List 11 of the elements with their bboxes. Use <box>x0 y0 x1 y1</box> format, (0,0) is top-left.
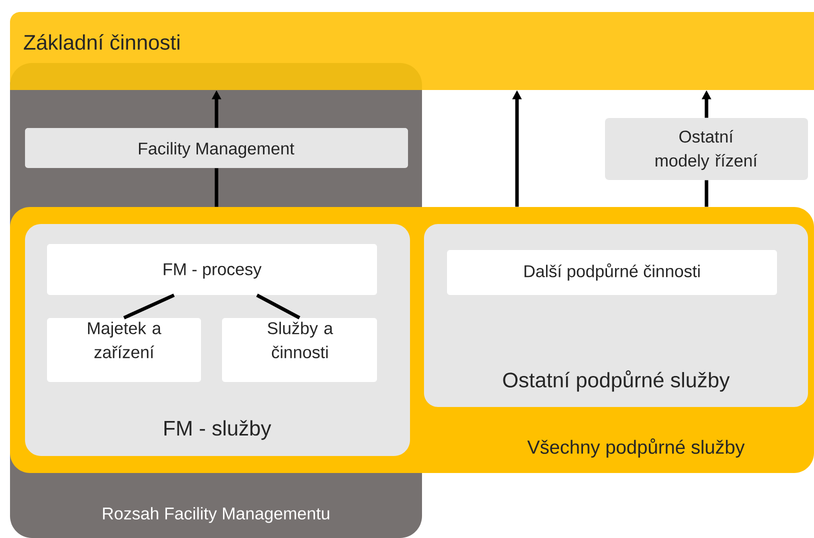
label-box: Ostatní modely řízení <box>605 118 808 180</box>
connector-line <box>256 294 300 320</box>
process-box: FM - procesy <box>47 244 377 295</box>
process-box: Majetek a zařízení <box>47 318 201 382</box>
process-box: Služby a činnosti <box>222 318 377 382</box>
process-box: Další podpůrné činnosti <box>447 250 777 295</box>
connector-line <box>704 180 708 207</box>
label-box: Facility Management <box>25 128 408 168</box>
top-band: Základní činnosti <box>10 12 814 90</box>
connector-line <box>214 168 218 207</box>
connector-line <box>123 294 175 320</box>
